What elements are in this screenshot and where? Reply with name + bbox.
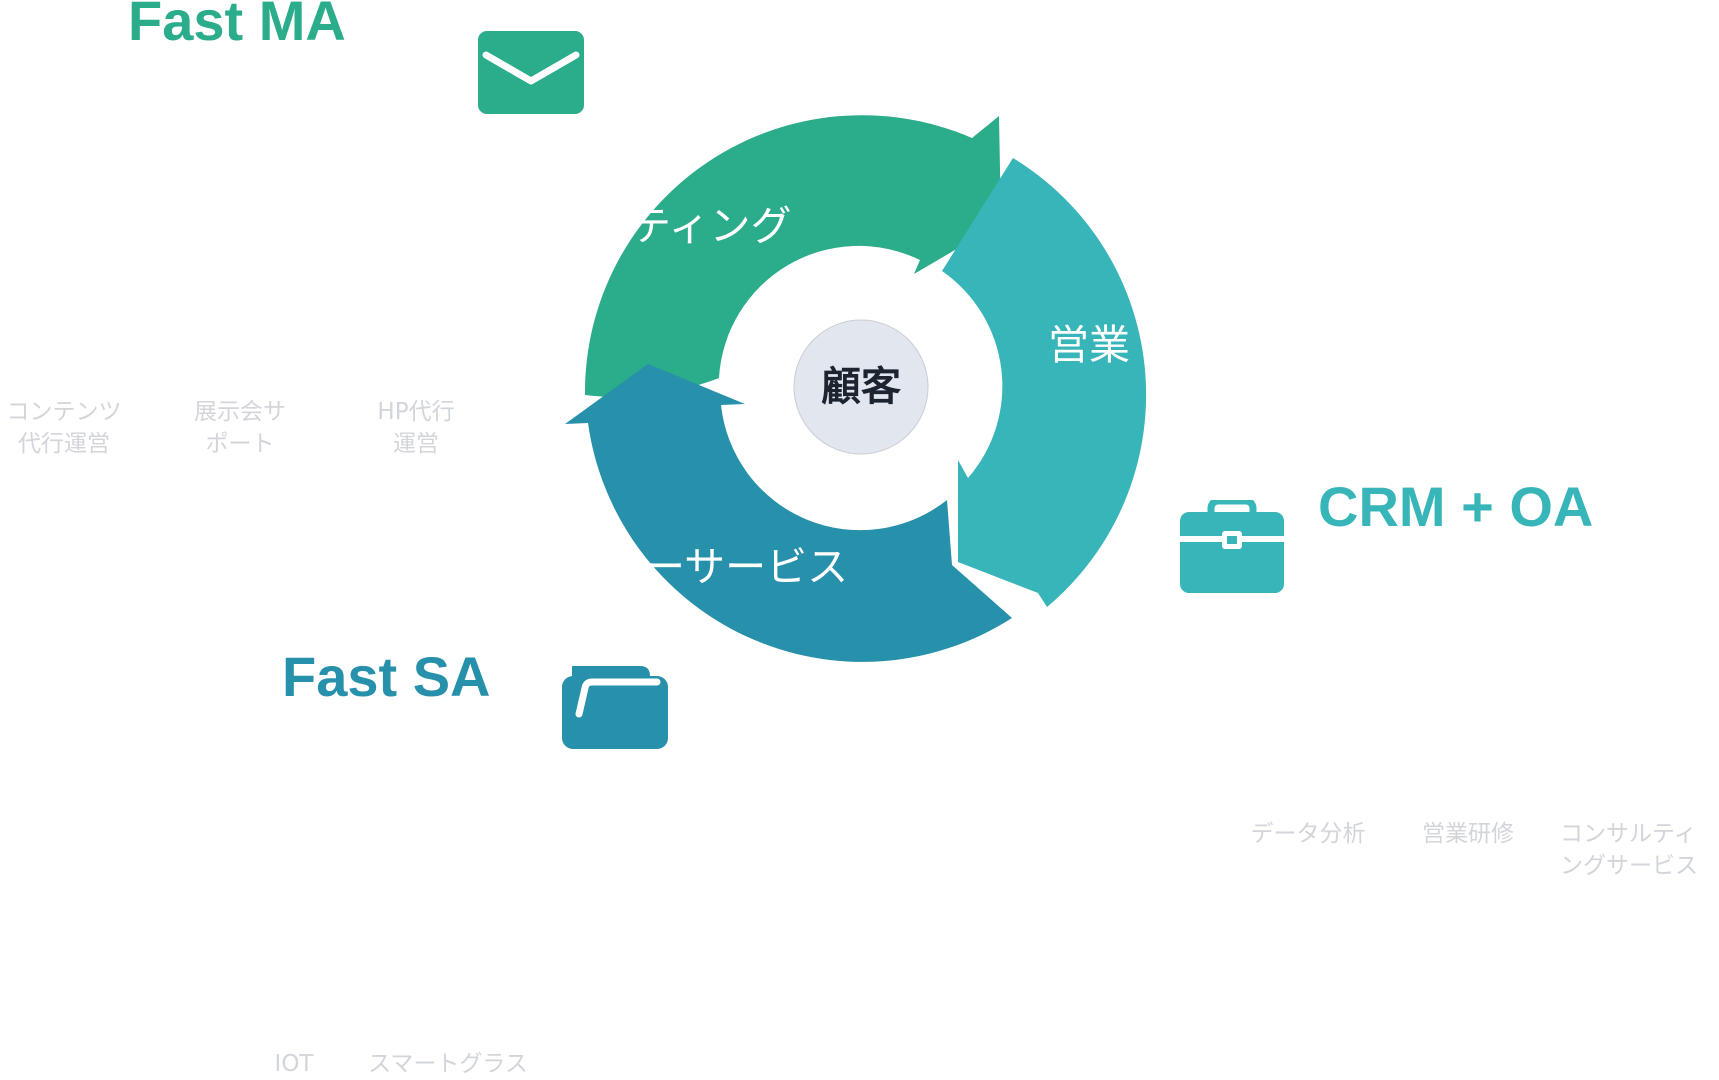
ma-service-line: HP代行 bbox=[377, 399, 455, 425]
sa-service-line: IOT bbox=[274, 1051, 314, 1077]
ma-service-hp: HP代行 運営 bbox=[346, 396, 486, 460]
crm-oa-title: CRM + OA bbox=[1318, 475, 1594, 538]
ma-service-contents: コンテンツ 代行運営 bbox=[0, 396, 134, 460]
marketing-label: ティング bbox=[630, 202, 792, 250]
ma-service-line: ポート bbox=[205, 431, 275, 457]
folder-icon bbox=[562, 666, 668, 749]
briefcase-icon bbox=[1180, 500, 1284, 593]
customer-label: 顧客 bbox=[821, 364, 901, 410]
fast-sa-title: Fast SA bbox=[282, 645, 491, 708]
customer-center-circle bbox=[793, 319, 929, 455]
fast-ma-title: Fast MA bbox=[128, 0, 346, 52]
envelope-icon bbox=[478, 31, 584, 114]
sales-label: 営業 bbox=[1048, 321, 1130, 369]
sa-service-iot: IOT bbox=[254, 1048, 334, 1080]
ma-service-line: 運営 bbox=[393, 431, 439, 457]
crm-service-line: 営業研修 bbox=[1422, 821, 1514, 847]
service-label: ーサービス bbox=[644, 543, 848, 591]
ma-service-exhibition: 展示会サ ポート bbox=[170, 396, 310, 460]
marketing-arrow bbox=[584, 115, 1001, 397]
ma-service-line: 展示会サ bbox=[194, 399, 286, 425]
crm-service-consulting: コンサルティ ングサービス bbox=[1560, 818, 1719, 882]
ma-service-line: 代行運営 bbox=[18, 431, 110, 457]
crm-service-line: コンサルティ bbox=[1560, 821, 1697, 847]
sa-service-smart-glass: スマートグラス bbox=[348, 1048, 548, 1080]
ma-service-line: コンテンツ bbox=[6, 399, 122, 425]
crm-service-line: データ分析 bbox=[1250, 821, 1366, 847]
crm-service-data-analysis: データ分析 bbox=[1238, 818, 1378, 850]
crm-service-line: ングサービス bbox=[1560, 853, 1698, 879]
sales-arrow bbox=[942, 158, 1147, 607]
crm-service-sales-training: 営業研修 bbox=[1398, 818, 1538, 850]
service-arrow bbox=[565, 364, 1012, 662]
sa-service-line: スマートグラス bbox=[368, 1051, 528, 1077]
